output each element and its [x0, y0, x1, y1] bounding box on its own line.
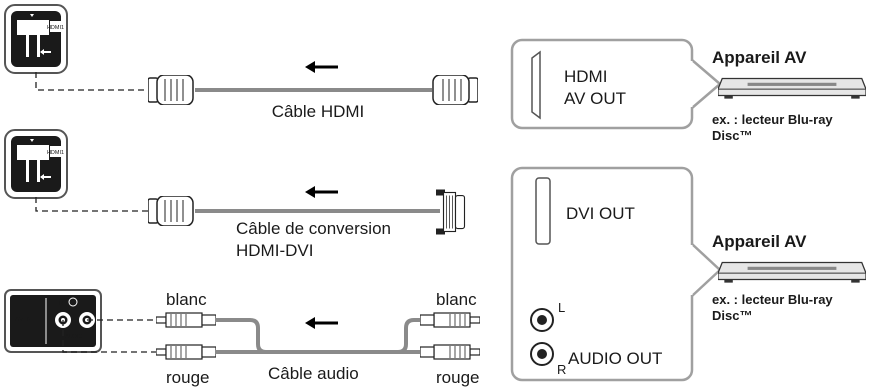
blu-ray-player-icon — [718, 261, 866, 284]
rca-plug-right-white — [420, 312, 480, 328]
audio-out-jack-l-icon — [530, 308, 554, 332]
rca-plug-left-white — [156, 312, 216, 328]
right-white-label: blanc — [436, 290, 477, 309]
rca-plug-left-red — [156, 344, 216, 360]
device-title-1: Appareil AV — [712, 48, 807, 67]
hdmi-plug-left-2 — [148, 196, 194, 226]
left-white-label: blanc — [166, 290, 207, 309]
audio-out-jack-r-icon — [530, 342, 554, 366]
hdmi-plug-left — [148, 75, 194, 105]
connection-dash-line — [35, 72, 150, 91]
dvi-socket-icon — [535, 177, 551, 245]
connection-dash-line — [35, 197, 150, 212]
av-in-label: AV IN — [15, 316, 32, 323]
hdmi-socket-icon — [531, 50, 541, 120]
audio-out-l-label: L — [558, 300, 565, 315]
av-in-audio-label: AUDIO — [65, 334, 83, 340]
hdmi-cable-label: Câble HDMI — [272, 102, 365, 121]
dvi-out-label: DVI OUT — [566, 204, 635, 223]
device-title-2: Appareil AV — [712, 232, 807, 251]
audio-out-label: AUDIO OUT — [568, 349, 662, 368]
direction-arrow-icon — [305, 317, 338, 329]
hdmi-port-label: HDMI1 — [47, 25, 64, 31]
audio-out-r-label: R — [557, 362, 566, 377]
device-example-1: ex. : lecteur Blu-ray — [712, 112, 833, 127]
connection-dash-line — [62, 320, 165, 353]
av-in-l-label: L — [85, 300, 89, 307]
blu-ray-player-icon — [718, 77, 866, 100]
right-red-label: rouge — [436, 368, 479, 387]
hdmi-port-label: HDMI1 — [47, 150, 64, 156]
device-example-2b: Disc™ — [712, 308, 752, 323]
conversion-cable-label-2: HDMI-DVI — [236, 241, 313, 260]
device-example-1b: Disc™ — [712, 128, 752, 143]
tv-hdmi-port-2: HDMI1 — [4, 129, 68, 199]
left-red-label: rouge — [166, 368, 209, 387]
conversion-cable-label: Câble de conversion — [236, 219, 391, 238]
dvi-plug — [436, 188, 466, 236]
device-example-2: ex. : lecteur Blu-ray — [712, 292, 833, 307]
audio-cable-white — [215, 318, 424, 354]
tv-hdmi-port-1: HDMI1 — [4, 4, 68, 74]
direction-arrow-icon — [305, 61, 338, 73]
tv-av-in-port: AV IN R L AUDIO — [4, 289, 102, 353]
av-in-r-label: R — [59, 300, 64, 307]
direction-arrow-icon — [305, 186, 338, 198]
av-out-label: AV OUT — [564, 89, 626, 108]
audio-cable-label: Câble audio — [268, 364, 359, 383]
hdmi-plug-right — [432, 75, 478, 105]
hdmi-out-label: HDMI — [564, 67, 607, 86]
rca-plug-right-red — [420, 344, 480, 360]
